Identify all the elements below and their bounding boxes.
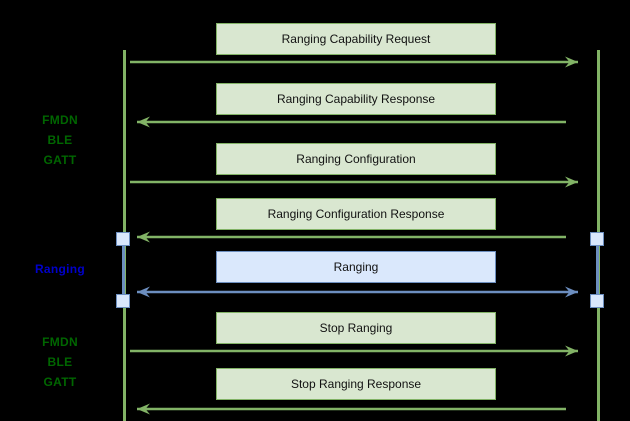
activation-right-marker-end — [590, 294, 604, 308]
phase-gatt-bottom: FMDN BLE GATT — [20, 332, 100, 392]
message-box-5[interactable]: Stop Ranging — [216, 312, 496, 344]
message-label-1: Ranging Capability Response — [276, 91, 436, 106]
phase-ranging-line: Ranging — [34, 262, 86, 276]
message-arrowhead-right-4 — [565, 286, 578, 298]
phase-gatt-top: FMDN BLE GATT — [20, 110, 100, 170]
message-label-6: Stop Ranging Response — [290, 376, 422, 391]
message-box-0[interactable]: Ranging Capability Request — [216, 23, 496, 55]
activation-right-bar — [596, 239, 599, 301]
message-arrow-4[interactable] — [137, 286, 578, 298]
message-arrowhead-left-1 — [137, 116, 150, 128]
message-label-0: Ranging Capability Request — [281, 31, 431, 46]
message-label-5: Stop Ranging — [319, 320, 393, 335]
message-box-2[interactable]: Ranging Configuration — [216, 143, 496, 175]
message-arrow-1[interactable] — [137, 116, 566, 128]
message-box-3[interactable]: Ranging Configuration Response — [216, 198, 496, 230]
message-arrowhead-right-2 — [565, 176, 578, 188]
phase-gatt-bottom-line: FMDN — [42, 335, 78, 349]
activation-left-marker-start — [116, 232, 130, 246]
activation-left-marker-end — [116, 294, 130, 308]
message-box-4[interactable]: Ranging — [216, 251, 496, 283]
message-label-4: Ranging — [333, 259, 379, 274]
phase-gatt-top-line: FMDN — [42, 113, 78, 127]
activation-left-bar — [122, 239, 125, 301]
phase-gatt-bottom-line: GATT — [43, 375, 77, 389]
message-label-2: Ranging Configuration — [296, 151, 416, 166]
phase-gatt-bottom-line: BLE — [47, 355, 73, 369]
message-box-6[interactable]: Stop Ranging Response — [216, 368, 496, 400]
phase-gatt-top-line: GATT — [43, 153, 77, 167]
message-label-3: Ranging Configuration Response — [267, 206, 445, 221]
message-arrowhead-right-5 — [565, 345, 578, 357]
phase-gatt-top-line: BLE — [47, 133, 73, 147]
phase-ranging: Ranging — [20, 259, 100, 279]
message-box-1[interactable]: Ranging Capability Response — [216, 83, 496, 115]
message-arrow-5[interactable] — [130, 345, 578, 357]
message-arrowhead-left-6 — [137, 403, 150, 415]
message-arrow-6[interactable] — [137, 403, 566, 415]
message-arrowhead-left-4 — [137, 286, 150, 298]
message-arrow-3[interactable] — [137, 231, 566, 243]
message-arrowhead-right-0 — [565, 56, 578, 68]
activation-right-marker-start — [590, 232, 604, 246]
message-arrow-2[interactable] — [130, 176, 578, 188]
message-arrowhead-left-3 — [137, 231, 150, 243]
message-arrow-0[interactable] — [130, 56, 578, 68]
